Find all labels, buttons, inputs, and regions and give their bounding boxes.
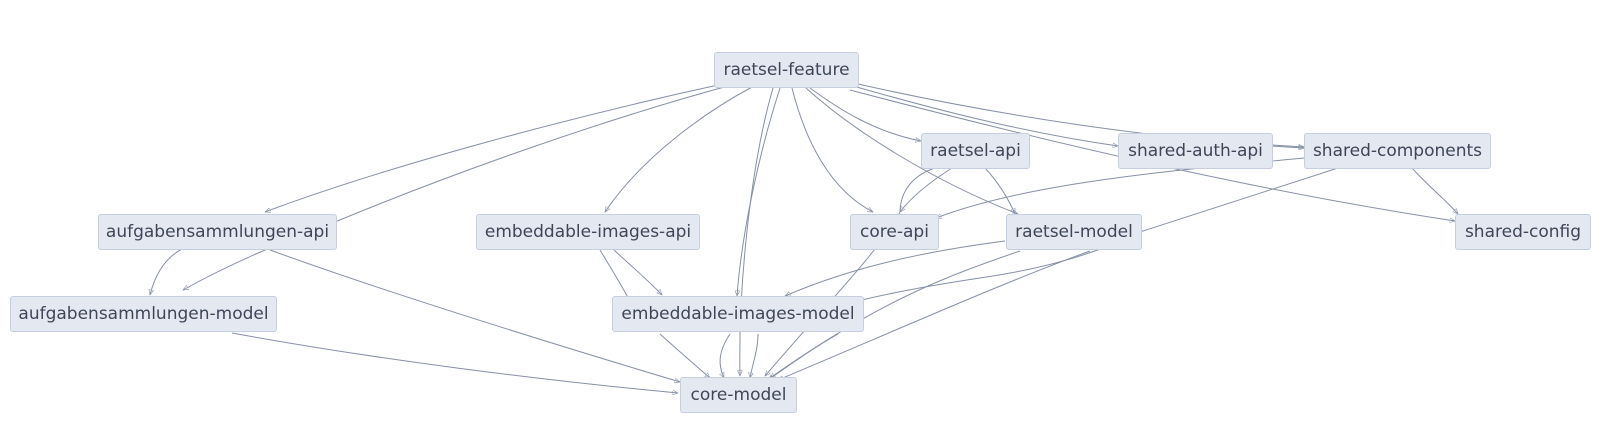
node-embeddable-images-model[interactable]: embeddable-images-model <box>612 296 864 332</box>
edge-raetsel-api-raetsel-model <box>984 167 1016 214</box>
node-aufgabensammlungen-model[interactable]: aufgabensammlungen-model <box>10 296 277 332</box>
node-raetsel-api[interactable]: raetsel-api <box>921 133 1030 169</box>
edge-embeddable-images-api-embeddable-images-model <box>613 249 662 295</box>
edge-embeddable-images-model-core-model-d <box>768 333 839 380</box>
node-embeddable-images-api[interactable]: embeddable-images-api <box>476 214 700 250</box>
edge-raetsel-feature-core-model <box>740 87 774 376</box>
edge-aufgabensammlungen-model-core-model <box>231 332 678 393</box>
node-core-api[interactable]: core-api <box>850 214 939 250</box>
edge-raetsel-feature-aufgabensammlungen-api <box>265 84 719 212</box>
node-shared-components[interactable]: shared-components <box>1304 133 1491 169</box>
edge-embeddable-images-model-core-model-a <box>659 333 710 378</box>
edge-raetsel-feature-embeddable-images-api <box>604 86 753 212</box>
edge-aufgabensammlungen-api-aufgabensammlungen-model <box>150 248 183 295</box>
node-shared-config[interactable]: shared-config <box>1455 214 1591 250</box>
edge-raetsel-feature-raetsel-api <box>809 87 921 141</box>
node-core-model[interactable]: core-model <box>680 377 797 413</box>
node-shared-auth-api[interactable]: shared-auth-api <box>1118 133 1273 169</box>
edge-embeddable-images-model-core-model-c <box>750 333 759 378</box>
edge-raetsel-feature-aufgabensammlungen-model <box>183 85 729 291</box>
edge-shared-components-shared-config <box>1411 167 1458 214</box>
node-raetsel-model[interactable]: raetsel-model <box>1006 214 1142 250</box>
edge-raetsel-model-embeddable-images-model <box>785 240 1006 297</box>
edge-raetsel-model-core-model-b <box>778 250 1091 381</box>
edge-raetsel-feature-embeddable-images-model <box>737 87 781 296</box>
edge-embeddable-images-model-core-model-b <box>720 333 731 378</box>
node-raetsel-feature[interactable]: raetsel-feature <box>714 52 859 88</box>
node-aufgabensammlungen-api[interactable]: aufgabensammlungen-api <box>98 214 337 250</box>
edge-raetsel-feature-raetsel-model <box>805 87 1018 214</box>
edge-shared-components-embeddable-images-model <box>838 167 1339 306</box>
edge-raetsel-feature-shared-auth-api <box>845 83 1118 146</box>
edge-raetsel-feature-core-api <box>791 87 873 213</box>
edge-shared-auth-api-shared-components <box>1271 145 1304 147</box>
edge-raetsel-api-core-api <box>900 167 953 212</box>
edge-aufgabensammlungen-api-core-model <box>269 249 680 382</box>
